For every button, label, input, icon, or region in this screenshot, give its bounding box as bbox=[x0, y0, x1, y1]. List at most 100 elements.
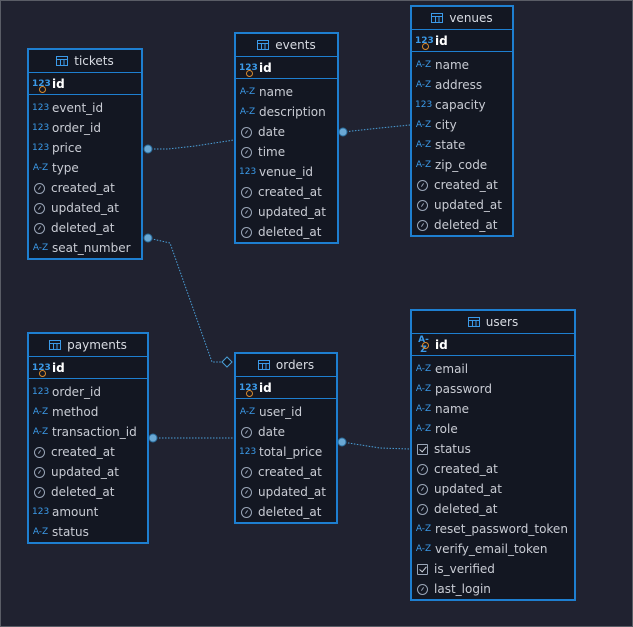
column-row[interactable]: deleted_at bbox=[412, 215, 512, 235]
column-row[interactable]: date bbox=[236, 422, 336, 442]
column-row[interactable]: created_at bbox=[412, 459, 574, 479]
clock-icon bbox=[417, 463, 428, 475]
column-row[interactable]: deleted_at bbox=[236, 502, 336, 522]
string-type-icon: A-Z bbox=[415, 404, 432, 414]
column-row[interactable]: deleted_at bbox=[412, 499, 574, 519]
string-type-icon: A-Z bbox=[32, 163, 49, 173]
table-header[interactable]: venues bbox=[412, 7, 512, 30]
table-name: payments bbox=[67, 338, 127, 352]
clock-icon bbox=[241, 206, 252, 218]
number-type-icon: 123 bbox=[239, 447, 257, 457]
column-row[interactable]: created_at bbox=[236, 462, 336, 482]
column-label: updated_at bbox=[51, 465, 119, 479]
column-row[interactable]: deleted_at bbox=[236, 222, 337, 242]
number-type-icon: 123 bbox=[415, 100, 433, 110]
table-header[interactable]: orders bbox=[236, 354, 336, 377]
column-row[interactable]: time bbox=[236, 142, 337, 162]
table-name: users bbox=[485, 315, 519, 329]
column-row[interactable]: last_login bbox=[412, 579, 574, 599]
string-type-icon: A-Z bbox=[415, 364, 432, 374]
column-row[interactable]: created_at bbox=[236, 182, 337, 202]
clock-icon bbox=[241, 146, 252, 158]
column-row[interactable]: status bbox=[412, 439, 574, 459]
orders-diamond-marker bbox=[221, 356, 233, 368]
column-row[interactable]: deleted_at bbox=[29, 482, 147, 502]
clock-icon bbox=[417, 483, 428, 495]
column-row[interactable]: is_verified bbox=[412, 559, 574, 579]
column-label: user_id bbox=[259, 405, 303, 419]
column-row[interactable]: deleted_at bbox=[29, 218, 141, 238]
number-type-icon: 123 bbox=[32, 387, 50, 397]
primary-key-label: id bbox=[259, 60, 272, 75]
column-row[interactable]: updated_at bbox=[412, 479, 574, 499]
string-type-icon: A-Z bbox=[415, 524, 432, 534]
link-orders-users bbox=[341, 441, 411, 450]
column-row[interactable]: updated_at bbox=[29, 198, 141, 218]
primary-key-label: id bbox=[435, 337, 448, 352]
table-header[interactable]: users bbox=[412, 311, 574, 334]
column-label: last_login bbox=[434, 582, 491, 596]
clock-icon bbox=[417, 219, 428, 231]
number-type-icon: 123 bbox=[32, 123, 50, 133]
table-header[interactable]: tickets bbox=[29, 50, 141, 73]
clock-icon bbox=[34, 446, 45, 458]
column-row[interactable]: updated_at bbox=[412, 195, 512, 215]
table-icon bbox=[56, 56, 69, 66]
column-label: description bbox=[259, 105, 326, 119]
column-row[interactable]: created_at bbox=[29, 442, 147, 462]
column-row[interactable]: updated_at bbox=[236, 202, 337, 222]
column-row[interactable]: date bbox=[236, 122, 337, 142]
column-row[interactable]: created_at bbox=[29, 178, 141, 198]
table-header[interactable]: events bbox=[236, 34, 337, 57]
table-header[interactable]: payments bbox=[29, 334, 147, 357]
column-label: updated_at bbox=[434, 482, 502, 496]
column-label: type bbox=[52, 161, 79, 175]
column-label: created_at bbox=[258, 465, 322, 479]
primary-key-label: id bbox=[52, 76, 65, 91]
column-label: date bbox=[258, 425, 286, 439]
column-row[interactable]: updated_at bbox=[29, 462, 147, 482]
column-row[interactable]: created_at bbox=[412, 175, 512, 195]
column-label: name bbox=[259, 85, 294, 99]
column-row[interactable]: updated_at bbox=[236, 482, 336, 502]
